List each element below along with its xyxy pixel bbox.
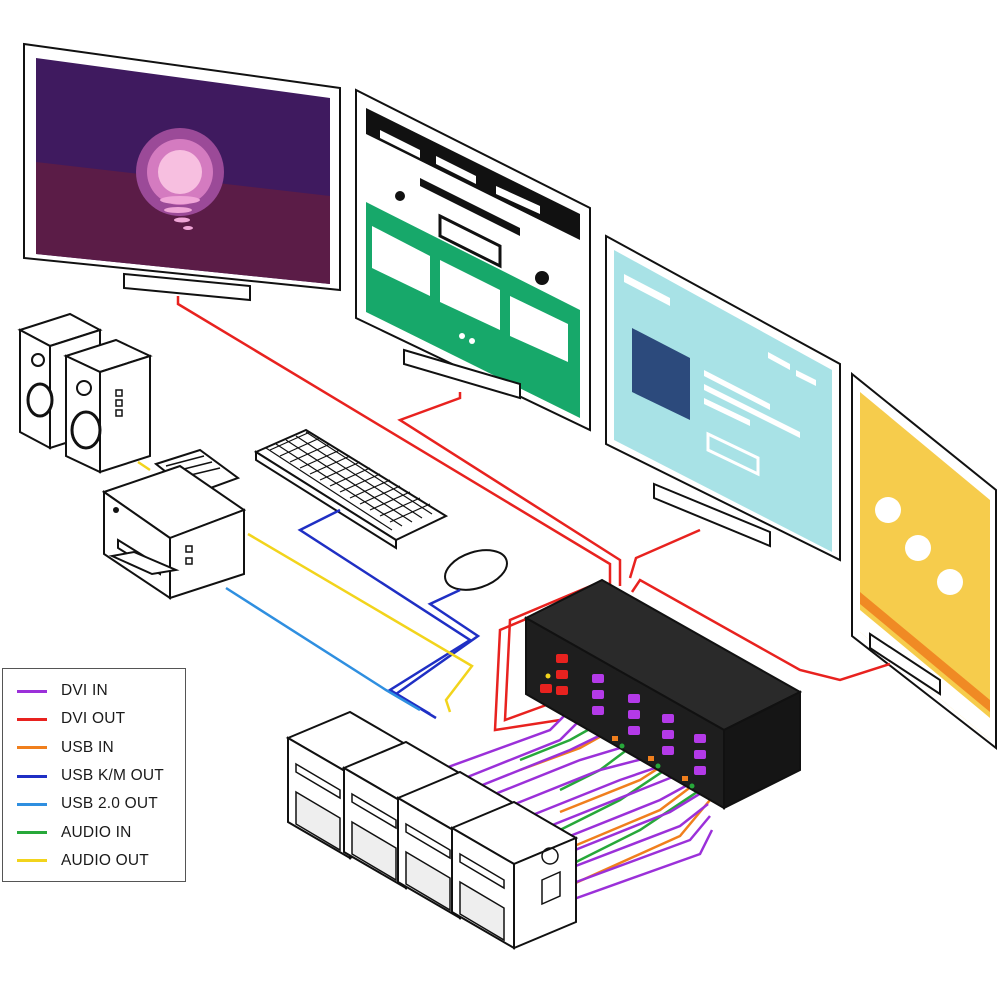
speakers-icon (17, 312, 153, 474)
legend-swatch-dvi-in (17, 689, 47, 693)
legend-swatch-audio-in (17, 831, 47, 835)
legend-item-audio-in: AUDIO IN (17, 818, 185, 846)
legend-label: AUDIO IN (61, 823, 132, 841)
monitor-sunset-icon (23, 42, 341, 302)
usb-km-out-cables (297, 508, 481, 720)
mouse-icon (444, 549, 508, 591)
dvi-in-cables (439, 699, 714, 906)
legend-item-usb20-out: USB 2.0 OUT (17, 790, 185, 818)
legend-label: USB K/M OUT (61, 767, 164, 785)
legend-item-dvi-in: DVI IN (17, 677, 185, 705)
legend-item-audio-out: AUDIO OUT (17, 847, 185, 875)
legend-label: USB 2.0 OUT (61, 795, 158, 813)
kvm-matrix-switch-icon (523, 578, 803, 810)
legend-item-usb-in: USB IN (17, 734, 185, 762)
legend-swatch-usb-km-out (17, 774, 47, 778)
cable-legend: DVI IN DVI OUT USB IN USB K/M OUT USB 2.… (2, 668, 186, 882)
legend-label: USB IN (61, 738, 114, 756)
audio-out-cables (137, 460, 474, 713)
legend-label: DVI OUT (61, 710, 126, 728)
legend-item-usb-km-out: USB K/M OUT (17, 762, 185, 790)
legend-swatch-dvi-out (17, 717, 47, 721)
legend-item-dvi-out: DVI OUT (17, 705, 185, 733)
keyboard-icon (253, 428, 449, 550)
monitor-webpage-green-icon (355, 88, 591, 432)
legend-swatch-audio-out (17, 859, 47, 863)
usb20-out-cables (225, 586, 421, 712)
monitor-yellow-dots-icon (851, 371, 997, 751)
legend-swatch-usb20-out (17, 802, 47, 806)
legend-label: DVI IN (61, 682, 108, 700)
printer-icon (101, 448, 247, 600)
pc-tower-icon (449, 800, 579, 950)
legend-label: AUDIO OUT (61, 851, 149, 869)
monitor-webpage-cyan-icon (605, 234, 841, 562)
legend-swatch-usb-in (17, 746, 47, 750)
